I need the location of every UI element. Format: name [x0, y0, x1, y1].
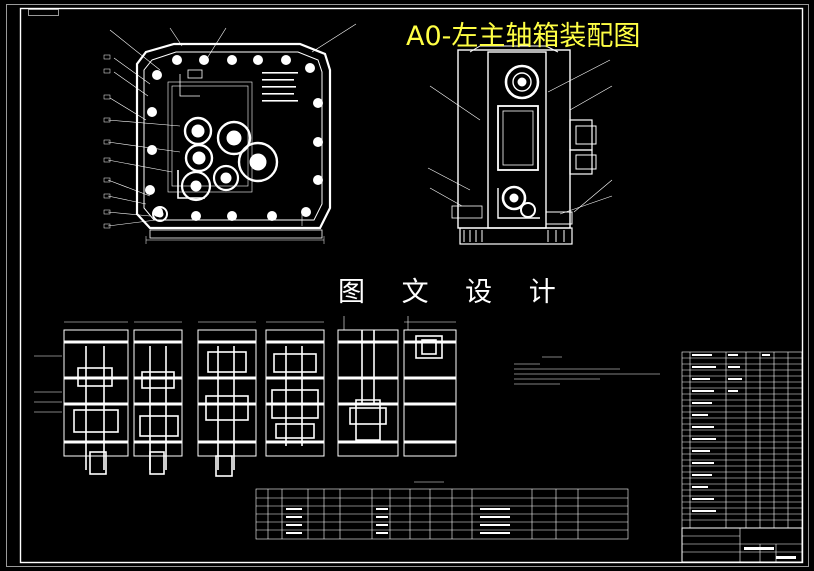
- sheet-inner-border: [19, 7, 804, 564]
- technical-notes: [514, 356, 660, 385]
- sheet-corner-tag: [28, 9, 59, 16]
- shaft-section-views: [34, 316, 457, 477]
- gear-parameter-table: [255, 481, 629, 540]
- sheet-outer-border: [6, 4, 809, 567]
- table-text-marks: [262, 72, 796, 559]
- parts-list-table: [681, 351, 803, 563]
- front-view-gearbox: [103, 23, 357, 244]
- side-view-gearbox: [427, 45, 613, 245]
- watermark-text: 图 文 设 计: [338, 277, 570, 308]
- title-block: [681, 527, 803, 563]
- drawing-title: A0-左主轴箱装配图: [406, 21, 641, 52]
